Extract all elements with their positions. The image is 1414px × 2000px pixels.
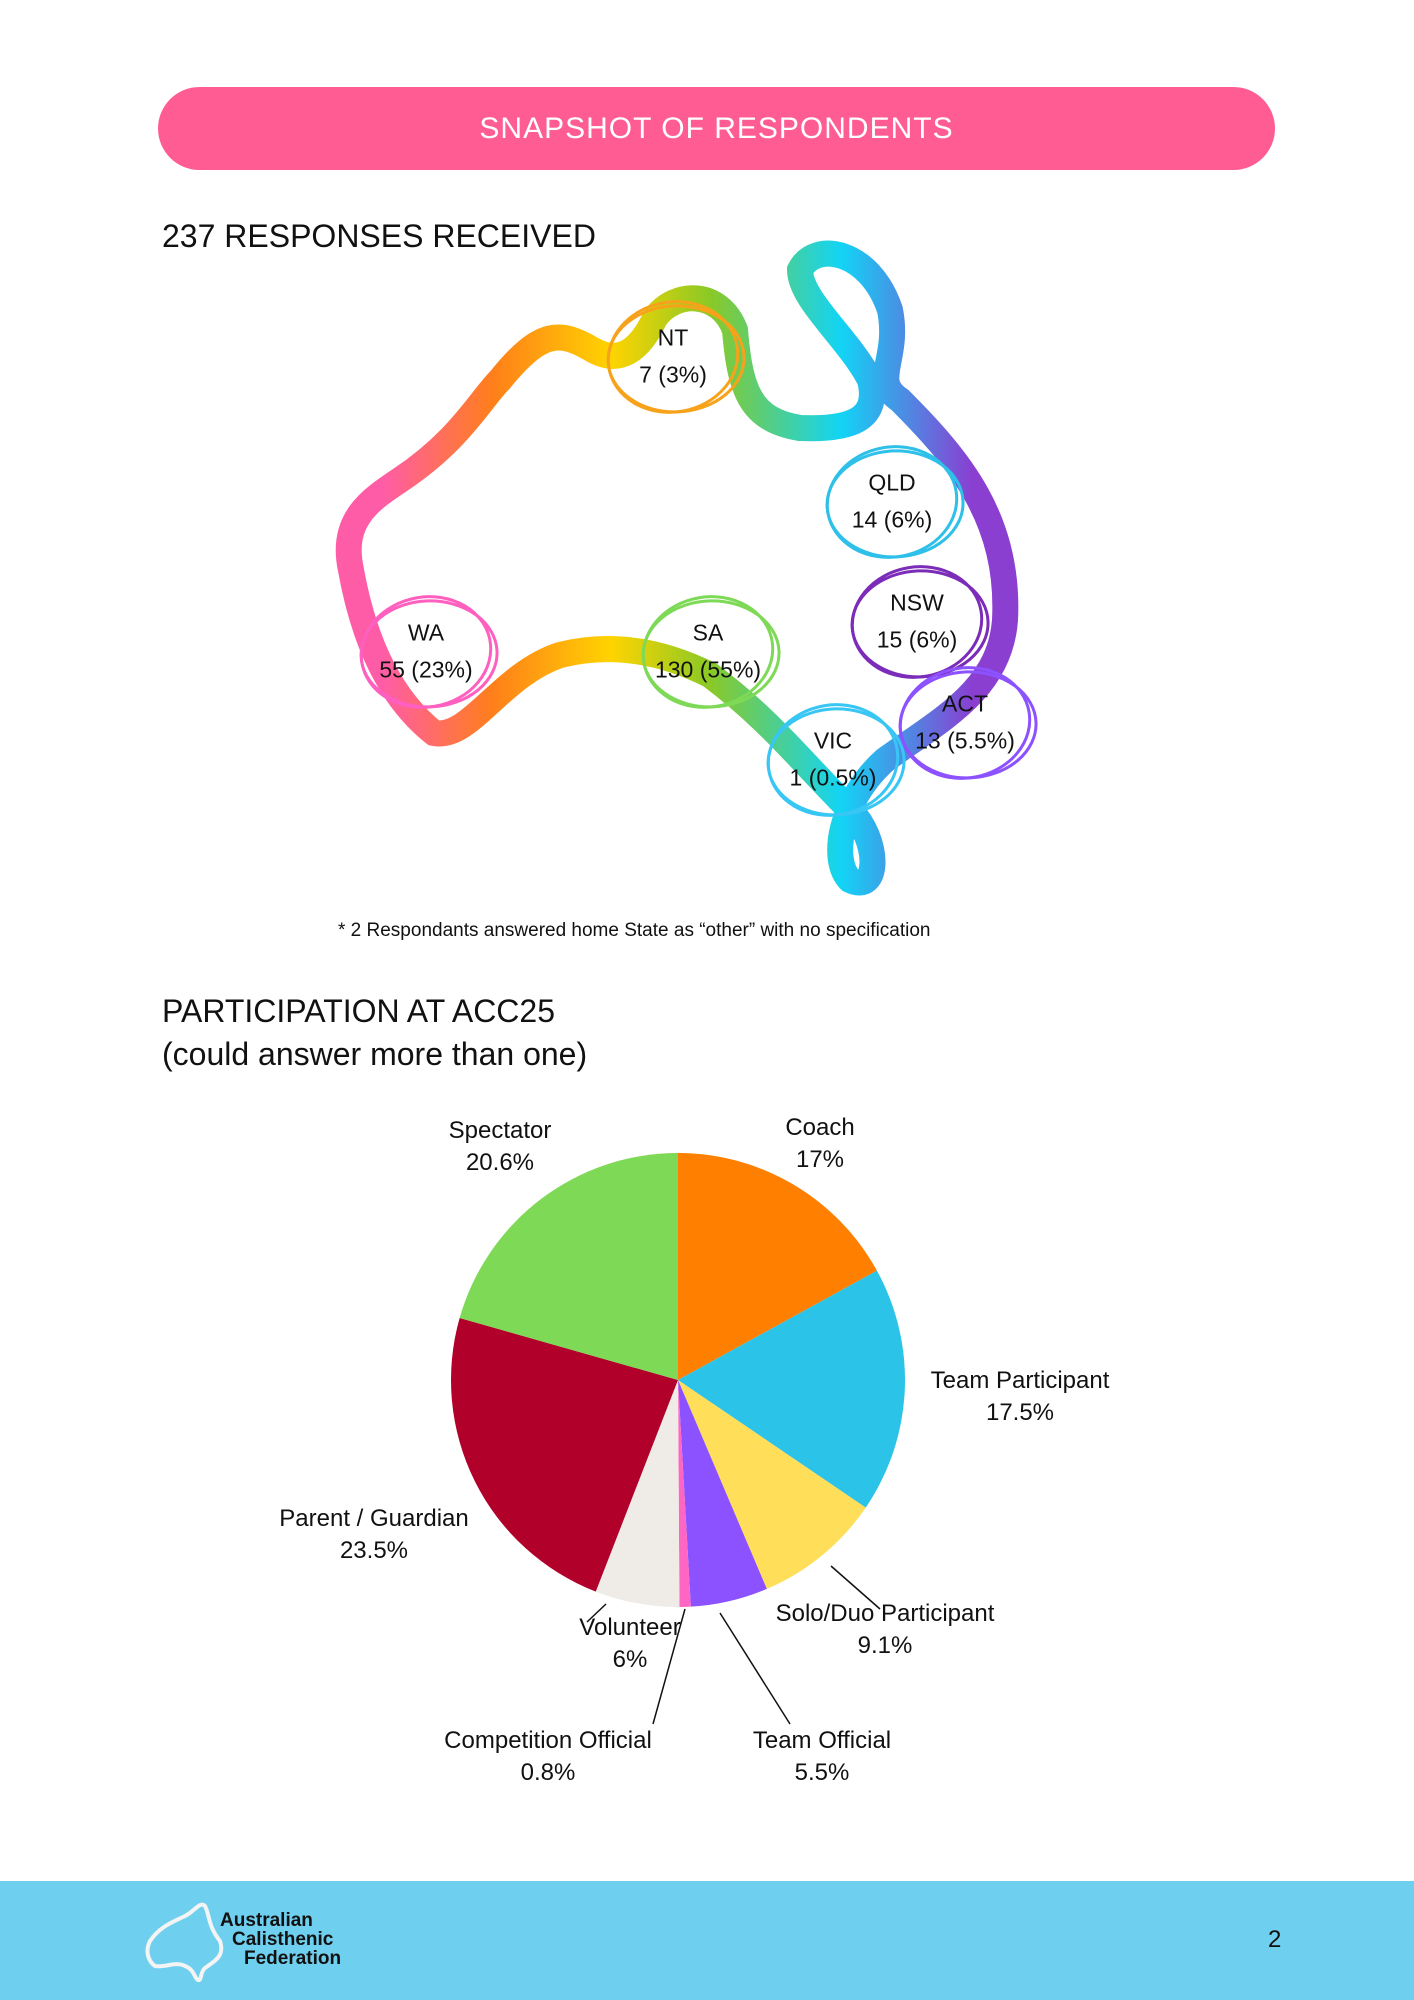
- pie-slice-coach: [678, 1153, 877, 1380]
- state-name-nt: NT: [657, 324, 689, 351]
- pie-label: Solo/Duo Participant 9.1%: [776, 1598, 995, 1662]
- leader-line-solo-duo: [830, 1565, 881, 1610]
- pie-label-category: Coach: [785, 1114, 855, 1141]
- pie-label: Team Participant 17.5%: [931, 1365, 1110, 1429]
- pie-label-category: Team Official: [752, 1727, 892, 1754]
- footer: Australian Calisthenic Federation 2: [0, 1881, 1414, 2000]
- pie-slice-competition-official: [678, 1380, 691, 1607]
- pie-label: Parent / Guardian 23.5%: [279, 1503, 468, 1567]
- state-name-sa: SA: [692, 619, 724, 646]
- pie-slice-volunteer: [595, 1380, 680, 1607]
- state-value-wa: 55 (23%): [379, 656, 473, 683]
- state-value-qld: 14 (6%): [851, 506, 933, 533]
- section-title-banner: SNAPSHOT OF RESPONDENTS: [158, 87, 1275, 170]
- pie-label-value: 17.5%: [985, 1399, 1055, 1426]
- pie-label-category: Spectator: [448, 1117, 552, 1144]
- pie-label-category: Competition Official: [444, 1727, 652, 1754]
- participation-heading-line1: PARTICIPATION AT ACC25: [162, 993, 555, 1029]
- leader-line-team-official: [719, 1612, 791, 1725]
- logo-line3: Federation: [244, 1948, 342, 1969]
- state-name-nsw: NSW: [890, 589, 944, 616]
- ribbon-outline: [335, 240, 1019, 896]
- pie-label-value: 17%: [795, 1146, 845, 1173]
- state-circle-act: [898, 670, 1038, 780]
- pie-label-value: 9.1%: [857, 1632, 913, 1659]
- pie-label-category: Solo/Duo Participant: [775, 1600, 995, 1627]
- pie-slice-spectator: [459, 1153, 678, 1380]
- state-circle-nt: [606, 304, 746, 414]
- pie-slice-team-official: [678, 1380, 767, 1607]
- section-title: SNAPSHOT OF RESPONDENTS: [479, 111, 954, 145]
- leader-line-volunteer: [586, 1603, 607, 1623]
- footnote: * 2 Respondants answered home State as “…: [338, 920, 931, 941]
- pie-label: Spectator 20.6%: [449, 1115, 552, 1179]
- australia-logo-icon: [145, 1902, 224, 1982]
- state-value-sa: 130 (55%): [654, 656, 762, 683]
- state-name-vic: VIC: [813, 727, 853, 754]
- state-circle-wa: [359, 599, 499, 709]
- pie-label-value: 6%: [612, 1646, 648, 1673]
- state-circle-qld: [825, 449, 965, 559]
- logo-text: Australian Calisthenic Federation: [220, 1911, 341, 1968]
- state-value-vic: 1 (0.5%): [789, 764, 877, 791]
- pie-label: Competition Official 0.8%: [444, 1725, 652, 1789]
- pie-slice-team-participant: [678, 1270, 905, 1508]
- page-number: 2: [1268, 1926, 1282, 1953]
- pie-label-category: Team Participant: [930, 1367, 1110, 1394]
- pie-label: Coach 17%: [785, 1112, 854, 1176]
- participation-heading-line2: (could answer more than one): [162, 1036, 588, 1072]
- pie-slice-parent-guardian: [451, 1318, 678, 1592]
- pie-slice-solo-duo-participant: [678, 1380, 866, 1589]
- pie-label-value: 5.5%: [794, 1759, 850, 1786]
- pie-label: Team Official 5.5%: [753, 1725, 891, 1789]
- state-name-wa: WA: [407, 619, 445, 646]
- state-name-qld: QLD: [868, 469, 916, 496]
- state-circle-sa: [641, 599, 781, 709]
- state-value-act: 13 (5.5%): [915, 727, 1015, 754]
- responses-heading: 237 RESPONSES RECEIVED: [162, 218, 596, 254]
- pie-label-value: 20.6%: [465, 1149, 535, 1176]
- state-circle-vic: [766, 707, 906, 817]
- leader-line-competition-official: [652, 1608, 686, 1725]
- pie-label-value: 23.5%: [339, 1537, 409, 1564]
- pie-label: Volunteer 6%: [579, 1612, 680, 1676]
- logo-line2: Calisthenic: [232, 1929, 334, 1950]
- state-name-act: ACT: [942, 690, 988, 717]
- logo-line1: Australian: [220, 1910, 313, 1931]
- pie-label-category: Volunteer: [579, 1614, 681, 1641]
- state-circle-nsw: [850, 569, 990, 679]
- state-value-nt: 7 (3%): [639, 361, 707, 388]
- pie-label-category: Parent / Guardian: [279, 1505, 469, 1532]
- state-value-nsw: 15 (6%): [876, 626, 958, 653]
- pie-label-value: 0.8%: [520, 1759, 576, 1786]
